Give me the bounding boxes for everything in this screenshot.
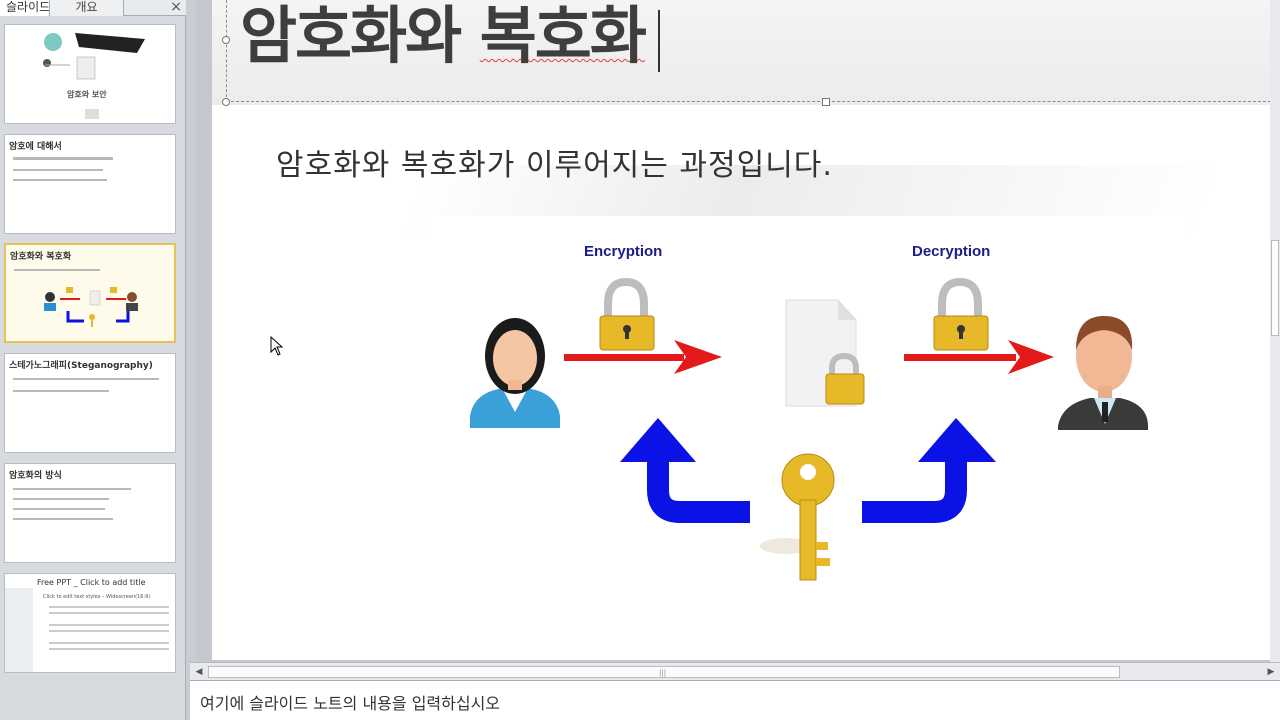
thumbnail-text-line	[13, 390, 109, 392]
lock-icon	[599, 277, 655, 351]
thumbnail-text-line	[49, 612, 169, 614]
title-band	[212, 0, 1274, 105]
slide-thumbnail-4[interactable]: 스테가노그래피(Steganography)	[4, 353, 176, 453]
thumbnail-text-line	[13, 169, 103, 171]
thumbnail-text-line	[49, 624, 169, 626]
thumbnail-title: 암호와 보안	[67, 90, 107, 99]
pane-splitter[interactable]	[186, 0, 196, 720]
thumbnail-title: 암호에 대해서	[9, 142, 62, 152]
document-icon	[785, 299, 865, 407]
thumbnail-side-image	[5, 588, 33, 672]
thumbnail-text-line	[13, 378, 159, 380]
thumbnail-title: Free PPT _ Click to add title	[37, 578, 146, 587]
mouse-cursor-icon	[270, 336, 284, 356]
thumbnail-title: 암호화의 방식	[9, 471, 62, 481]
tab-slides[interactable]: 슬라이드	[0, 0, 50, 16]
resize-handle[interactable]	[222, 36, 230, 44]
thumbnail-text-line	[13, 498, 109, 500]
text-caret	[658, 10, 660, 72]
scroll-left-icon[interactable]: ◀	[195, 667, 203, 677]
slides-pane: 슬라이드 개요 × 암호와 보안 암호에 대해서 암호화와 복호화	[0, 0, 186, 720]
decryption-label: Decryption	[912, 243, 991, 260]
arrow-right-icon	[904, 340, 1054, 374]
vertical-scrollbar[interactable]	[1270, 0, 1280, 662]
thumbnail-text-line	[13, 518, 113, 520]
arrow-up-icon	[862, 418, 996, 523]
key-icon	[760, 453, 835, 581]
thumbnail-title: 스테가노그래피(Steganography)	[9, 361, 153, 371]
slide-editor: 암호화와 복호화 암호화와 복호화가 이루어지는 과정입니다. Encrypti…	[196, 0, 1280, 662]
encryption-label: Encryption	[584, 243, 663, 260]
pane-tabs: 슬라이드 개요 ×	[0, 0, 186, 16]
thumbnail-title: 암호화와 복호화	[10, 252, 72, 262]
lock-icon	[933, 277, 989, 351]
slide-thumbnail-1[interactable]: 암호와 보안	[4, 24, 176, 124]
thumbnail-text-line	[49, 648, 169, 650]
grip-icon: |||	[659, 669, 667, 677]
slide-thumbnail-6[interactable]: Free PPT _ Click to add title Click to e…	[4, 573, 176, 673]
arrow-right-icon	[564, 340, 722, 374]
vertical-scroll-thumb[interactable]	[1271, 240, 1279, 336]
thumbnail-text-line	[49, 606, 169, 608]
thumbnail-text-line	[13, 508, 105, 510]
thumbnail-text-line	[49, 630, 169, 632]
notes-placeholder[interactable]: 여기에 슬라이드 노트의 내용을 입력하십시오	[200, 694, 501, 713]
arrow-up-icon	[620, 418, 750, 523]
thumbnail-text-line	[13, 488, 131, 490]
thumbnail-text-line	[13, 157, 113, 160]
thumbnail-text-line	[49, 642, 169, 644]
woman-user-icon	[470, 318, 560, 428]
slide-thumbnail-5[interactable]: 암호화의 방식	[4, 463, 176, 563]
slide-thumbnail-2[interactable]: 암호에 대해서	[4, 134, 176, 234]
slide-subtitle[interactable]: 암호화와 복호화가 이루어지는 과정입니다.	[276, 148, 833, 183]
title-text-misspelled: 복호화	[479, 0, 647, 72]
slide-title[interactable]: 암호화와 복호화	[240, 0, 647, 72]
thumbnail-graphic	[44, 287, 138, 327]
resize-handle[interactable]	[822, 98, 830, 106]
scroll-right-icon[interactable]: ▶	[1267, 667, 1275, 677]
diagram-graphics	[470, 277, 1148, 581]
notes-pane[interactable]: 여기에 슬라이드 노트의 내용을 입력하십시오	[190, 680, 1280, 720]
thumbnail-graphic	[43, 33, 145, 119]
close-icon[interactable]: ×	[170, 0, 182, 15]
title-placeholder[interactable]	[222, 0, 1280, 106]
slide-thumbnail-3[interactable]: 암호화와 복호화	[4, 243, 176, 343]
thumbnail-text-line	[14, 269, 100, 271]
tab-outline[interactable]: 개요	[50, 0, 124, 16]
resize-handle[interactable]	[222, 98, 230, 106]
man-user-icon	[1058, 316, 1148, 430]
encryption-diagram[interactable]: Encryption Decryption	[430, 216, 1190, 608]
title-text: 암호화와	[240, 0, 480, 72]
slide-canvas[interactable]: 암호화와 복호화 암호화와 복호화가 이루어지는 과정입니다. Encrypti…	[212, 0, 1280, 660]
horizontal-scroll-thumb[interactable]: |||	[208, 666, 1120, 678]
thumbnail-subtitle: Click to edit text styles – Widescreen(1…	[43, 594, 151, 600]
horizontal-scrollbar[interactable]: ◀ ||| ▶	[190, 662, 1280, 680]
thumbnail-text-line	[13, 179, 107, 181]
